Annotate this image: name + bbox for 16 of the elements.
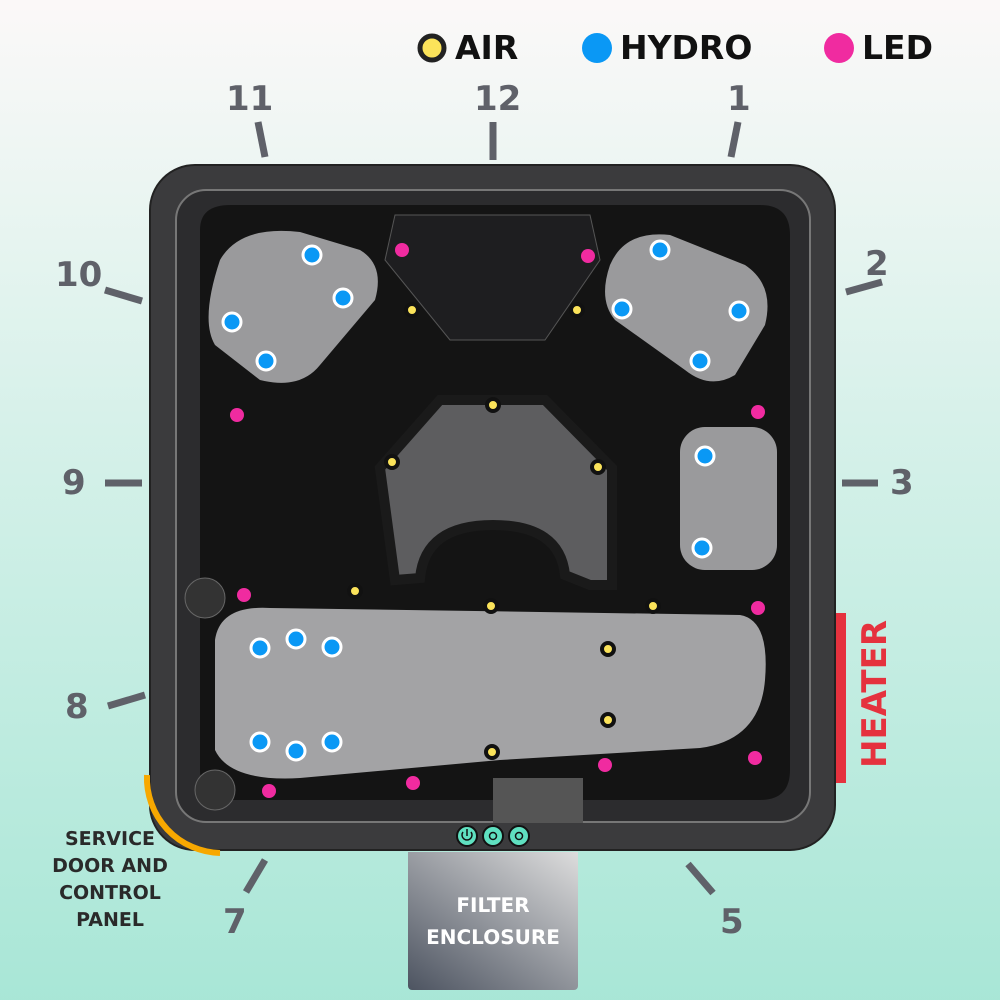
legend-label: HYDRO — [620, 28, 752, 67]
heater-label: HEATER — [858, 620, 892, 768]
clock-position-number: 11 — [226, 82, 274, 116]
clock-position-number: 10 — [55, 258, 102, 292]
clock-position-number: 5 — [720, 905, 744, 939]
clock-position-number: 8 — [65, 690, 89, 724]
legend-label: LED — [862, 28, 933, 67]
clock-position-number: 9 — [62, 466, 86, 500]
clock-position-number: 2 — [865, 247, 889, 281]
clock-position-number: 7 — [223, 905, 247, 939]
service-door-label: SERVICE DOOR AND CONTROL PANEL — [51, 827, 169, 933]
clock-position-number: 12 — [474, 82, 522, 116]
clock-position-number: 3 — [890, 466, 914, 500]
filter-enclosure-box: FILTER ENCLOSURE — [408, 852, 578, 990]
legend-label: AIR — [455, 28, 518, 67]
clock-position-number: 1 — [727, 82, 751, 116]
